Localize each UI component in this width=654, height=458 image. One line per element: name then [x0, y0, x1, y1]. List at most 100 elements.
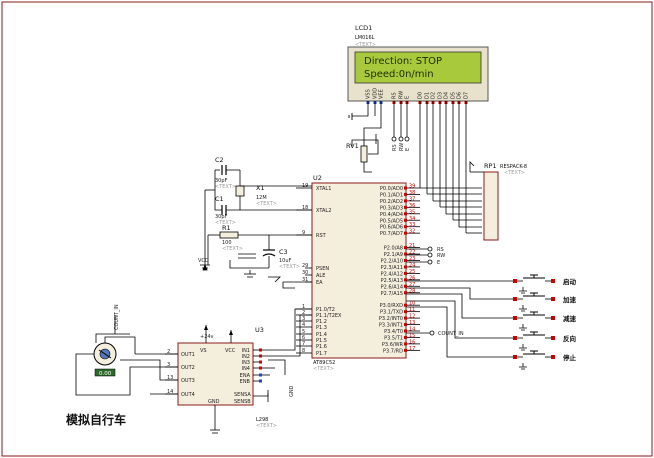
mcu-pin-marker	[404, 278, 407, 282]
u3-pin-number: 13	[167, 375, 173, 381]
mcu-left-pins: XTAL119XTAL218RST9PSEN29ALE30EA31P1.0/T2…	[296, 183, 342, 357]
mcu-pin-name: P2.5/A13	[381, 278, 403, 284]
driver-u3[interactable]: U3 VS VCC GND SENSA SENSB L298 <TEXT> OU…	[165, 326, 277, 429]
mcu-pin-name: XTAL1	[316, 186, 331, 192]
lcd-pin-name: RS	[392, 92, 398, 99]
mcu-pin-marker	[404, 252, 407, 256]
c3[interactable]: C3 10uF <TEXT>	[262, 248, 300, 270]
mcu-ref: U2	[313, 174, 322, 182]
pushbutton[interactable]: 停止	[513, 350, 577, 370]
mcu-pin-number: 14	[409, 327, 415, 333]
mcu-pin-name: P3.1/TXD	[380, 310, 403, 316]
mcu-pin-name: P2.2/A10	[381, 259, 403, 265]
button-ground	[519, 287, 527, 294]
pushbutton[interactable]: 加速	[513, 292, 577, 312]
mcu-pin-number: 23	[409, 256, 415, 262]
supply-label: +24v	[200, 334, 214, 340]
mcu-pin-name: P0.6/AD6	[380, 225, 403, 231]
c2-text-tag: <TEXT>	[215, 184, 236, 190]
rv1-body	[360, 145, 368, 163]
mcu-pin-number: 21	[409, 243, 415, 249]
mcu-pin-number: 29	[302, 263, 308, 269]
mcu-pin-number: 8	[302, 348, 305, 354]
p2-rw: RW	[437, 253, 445, 259]
mcu-pin-name: P2.1/A9	[384, 252, 403, 258]
lcd-pin-name: VEE	[379, 89, 385, 99]
mcu-pin-marker	[404, 225, 407, 229]
rp1[interactable]: RP1 RESPACK-8 <TEXT>	[469, 161, 527, 241]
c2-ref: C2	[215, 156, 224, 164]
mcu-pin-number: 2	[302, 310, 305, 316]
mcu-pin-number: 22	[409, 250, 415, 256]
button-pin	[551, 279, 555, 283]
mcu-pin-marker	[404, 218, 407, 222]
u3-pin-name: IN2	[242, 354, 250, 360]
lcd-pin-name: D1	[425, 92, 431, 99]
mcu-pin-name: P1.7	[316, 351, 327, 357]
mcu-pin-name: P0.2/AD2	[380, 199, 403, 205]
r1[interactable]: R1 100 <TEXT>	[219, 224, 243, 252]
r1-ref: R1	[222, 224, 231, 232]
pushbutton[interactable]: 减速	[513, 311, 577, 331]
lcd-pin-name: RW	[399, 91, 405, 99]
r1-body	[219, 231, 239, 239]
crystal-x1[interactable]: X1 12M <TEXT>	[235, 184, 277, 207]
mcu-pin-number: 11	[409, 307, 415, 313]
mcu-pin-number: 6	[302, 335, 305, 341]
mcu-pin-number: 1	[302, 304, 305, 310]
u3-pin-name: OUT4	[181, 392, 195, 398]
mcu-pin-marker	[404, 316, 407, 320]
button-pin	[513, 297, 517, 301]
mcu-pin-number: 26	[409, 275, 415, 281]
c3-text-tag: <TEXT>	[279, 264, 300, 270]
c3-ref: C3	[279, 248, 288, 256]
u3-pin-marker	[259, 366, 262, 370]
rv1[interactable]: RV1	[346, 134, 379, 173]
mcu-pin-name: P2.3/A11	[381, 265, 403, 271]
pushbutton[interactable]: 启动	[513, 274, 577, 294]
motor-count-label: COUNT_IN	[114, 304, 120, 330]
mcu-u2[interactable]: U2 AT89C52 <TEXT> XTAL119XTAL218RST9PSEN…	[296, 174, 420, 372]
rp1-text-tag: <TEXT>	[504, 170, 525, 176]
mcu-pin-name: EA	[316, 280, 323, 286]
caption: 模拟自行车	[66, 412, 126, 427]
lcd-ctrl-rs: RS	[392, 144, 398, 151]
c1[interactable]: C1 30pF <TEXT>	[215, 195, 236, 226]
x1-value: 12M	[256, 195, 267, 201]
mcu-pin-marker	[404, 246, 407, 250]
mcu-pin-name: P1.4	[316, 332, 327, 338]
p3-count-in: COUNT_IN	[406, 330, 464, 337]
c2-value: 30pF	[215, 178, 228, 184]
lcd-ctrl-rw: RW	[399, 143, 405, 151]
mcu-pin-number: 17	[409, 346, 415, 352]
mcu-pin-number: 30	[302, 270, 308, 276]
mcu-pin-number: 4	[302, 322, 305, 328]
p2-ctrl-terminals: RS RW E	[427, 246, 445, 266]
u3-pin-name: ENA	[240, 373, 251, 379]
rp1-part: RESPACK-8	[500, 164, 527, 170]
mcu-pin-number: 5	[302, 329, 305, 335]
c2[interactable]: C2 30pF <TEXT>	[215, 156, 240, 190]
mcu-pin-number: 38	[409, 190, 415, 196]
motor-readout: 0.00	[99, 371, 112, 377]
rp1-ref: RP1	[484, 162, 497, 170]
motor[interactable]: 0.00 COUNT_IN	[93, 304, 120, 377]
rp1-body	[483, 171, 499, 241]
mcu-pin-name: P3.5/T1	[384, 335, 403, 341]
u3-pin-marker	[259, 373, 262, 377]
lcd-pin-name: D7	[464, 92, 470, 99]
u3-pin-number: 14	[167, 389, 173, 395]
mcu-pin-marker	[404, 335, 407, 339]
osc-wires	[200, 170, 312, 269]
p2-e: E	[437, 260, 440, 266]
mcu-pin-marker	[404, 329, 407, 333]
mcu-pin-number: 27	[409, 282, 415, 288]
pushbutton[interactable]: 反向	[513, 331, 577, 351]
lcd1[interactable]: LCD1 LM016L <TEXT> Direction: STOP Speed…	[347, 24, 489, 104]
mcu-pin-marker	[404, 205, 407, 209]
reset-wires	[207, 234, 312, 278]
mcu-text-tag: <TEXT>	[313, 366, 334, 372]
